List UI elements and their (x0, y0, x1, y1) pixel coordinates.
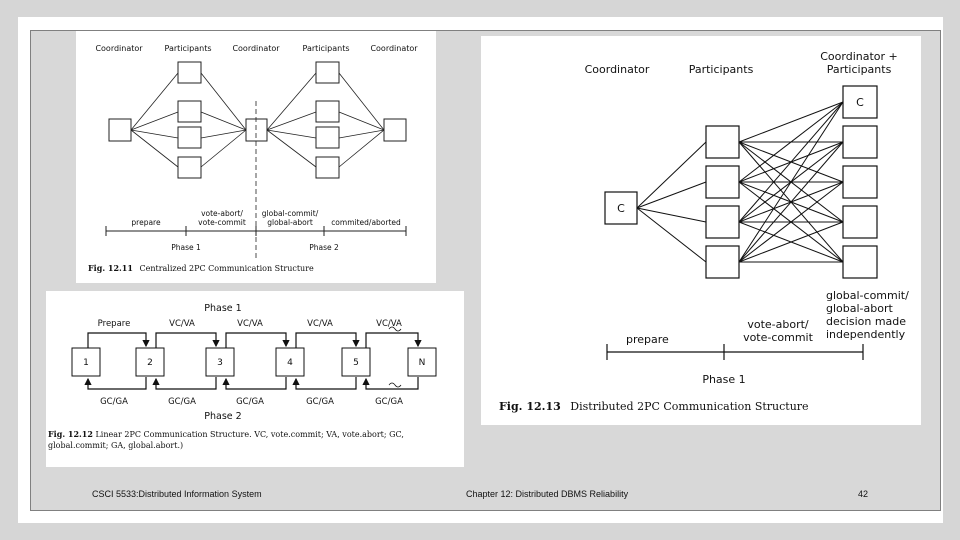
segment-prepare: prepare (131, 218, 161, 227)
phase-1-label: Phase 1 (204, 303, 241, 314)
node-coordinator-3 (383, 118, 407, 142)
centralized-2pc-diagram: Coordinator Participants Coordinator Par… (88, 44, 418, 273)
top-label: Prepare (98, 319, 131, 329)
top-label: VC/VA (169, 319, 195, 329)
node-coordinator-participant (842, 245, 878, 279)
node-participant (315, 100, 340, 123)
node-coordinator-2 (245, 118, 268, 142)
node-participant (177, 126, 202, 149)
caption-text: Centralized 2PC Communication Structure (139, 264, 314, 273)
bottom-label: GC/GA (375, 397, 403, 407)
node-coordinator-1 (108, 118, 132, 142)
node-5-label: 5 (353, 358, 359, 368)
segment-vote: vote-abort/vote-commit (198, 209, 246, 227)
caption-text: Distributed 2PC Communication Structure (570, 400, 808, 413)
node-participant (177, 156, 202, 179)
node-participant (705, 165, 740, 199)
node-4-label: 4 (287, 358, 293, 368)
node-participant (315, 156, 340, 179)
node-5 (341, 347, 371, 377)
header-participants-2: Participants (303, 44, 350, 53)
header-coordinator-participants: Coordinator +Participants (820, 50, 898, 76)
figure-12-13: Coordinator Participants Coordinator +Pa… (481, 36, 921, 425)
break-symbol (388, 382, 402, 388)
phase-2-label: Phase 2 (204, 411, 241, 422)
figure-12-12: Phase 1 Phase 2 1 (46, 291, 464, 467)
caption-label: Fig. 12.12 (48, 429, 93, 439)
header-coordinator-3: Coordinator (370, 44, 418, 53)
top-label: VC/VA (307, 319, 333, 329)
node-coordinator-participant (842, 125, 878, 159)
header-coordinator: Coordinator (585, 63, 650, 76)
linear-2pc-diagram: Phase 1 Phase 2 1 (48, 303, 437, 450)
segment-commited: commited/aborted (331, 218, 401, 227)
svg-text:Fig. 12.11 Centralized 2: Fig. 12.11 Centralized 2PC Communication… (88, 263, 314, 273)
cp-label: C (856, 96, 864, 109)
footer-page-number: 42 (858, 489, 869, 499)
caption-label: Fig. 12.11 (88, 263, 133, 273)
top-label: VC/VA (376, 319, 402, 329)
header-participants-1: Participants (165, 44, 212, 53)
footer-course: CSCI 5533:Distributed Information System (92, 489, 262, 499)
node-n (407, 347, 437, 377)
bottom-label: GC/GA (168, 397, 196, 407)
header-coordinator-2: Coordinator (232, 44, 280, 53)
phase-1-label: Phase 1 (171, 243, 201, 252)
node-coordinator-participant (842, 85, 878, 119)
node-participant (315, 61, 340, 84)
bottom-label: GC/GA (306, 397, 334, 407)
node-coordinator (604, 191, 638, 225)
node-coordinator-participant (842, 205, 878, 239)
node-coordinator-participant (842, 165, 878, 199)
node-3-label: 3 (217, 358, 223, 368)
node-1 (71, 347, 101, 377)
node-3 (205, 347, 235, 377)
distributed-2pc-diagram: Coordinator Participants Coordinator +Pa… (499, 50, 909, 413)
caption-label: Fig. 12.13 (499, 400, 561, 413)
node-participant (705, 125, 740, 159)
node-1-label: 1 (83, 358, 89, 368)
node-2-label: 2 (147, 358, 153, 368)
bottom-label: GC/GA (100, 397, 128, 407)
coordinator-label: C (617, 202, 625, 215)
segment-global: global-commit/global-abort (262, 209, 319, 227)
header-participants: Participants (689, 63, 754, 76)
node-participant (177, 100, 202, 123)
node-4 (275, 347, 305, 377)
node-2 (135, 347, 165, 377)
footer-chapter: Chapter 12: Distributed DBMS Reliability (466, 489, 629, 499)
node-participant (177, 61, 202, 84)
node-participant (705, 205, 740, 239)
label-vote: vote-abort/vote-commit (743, 318, 814, 344)
node-participant (315, 126, 340, 149)
phase-1-label: Phase 1 (702, 373, 745, 386)
figure-12-11: Coordinator Participants Coordinator Par… (76, 31, 436, 283)
node-n-label: N (419, 358, 426, 368)
svg-text:Fig. 12.13 Distributed 2: Fig. 12.13 Distributed 2PC Communication… (499, 400, 809, 413)
break-symbol (388, 326, 402, 332)
bottom-label: GC/GA (236, 397, 264, 407)
label-prepare: prepare (626, 333, 669, 346)
node-participant (705, 245, 740, 279)
header-coordinator-1: Coordinator (95, 44, 143, 53)
phase-2-label: Phase 2 (309, 243, 339, 252)
top-label: VC/VA (237, 319, 263, 329)
caption-text: Linear 2PC Communication Structure. VC, … (48, 430, 404, 450)
